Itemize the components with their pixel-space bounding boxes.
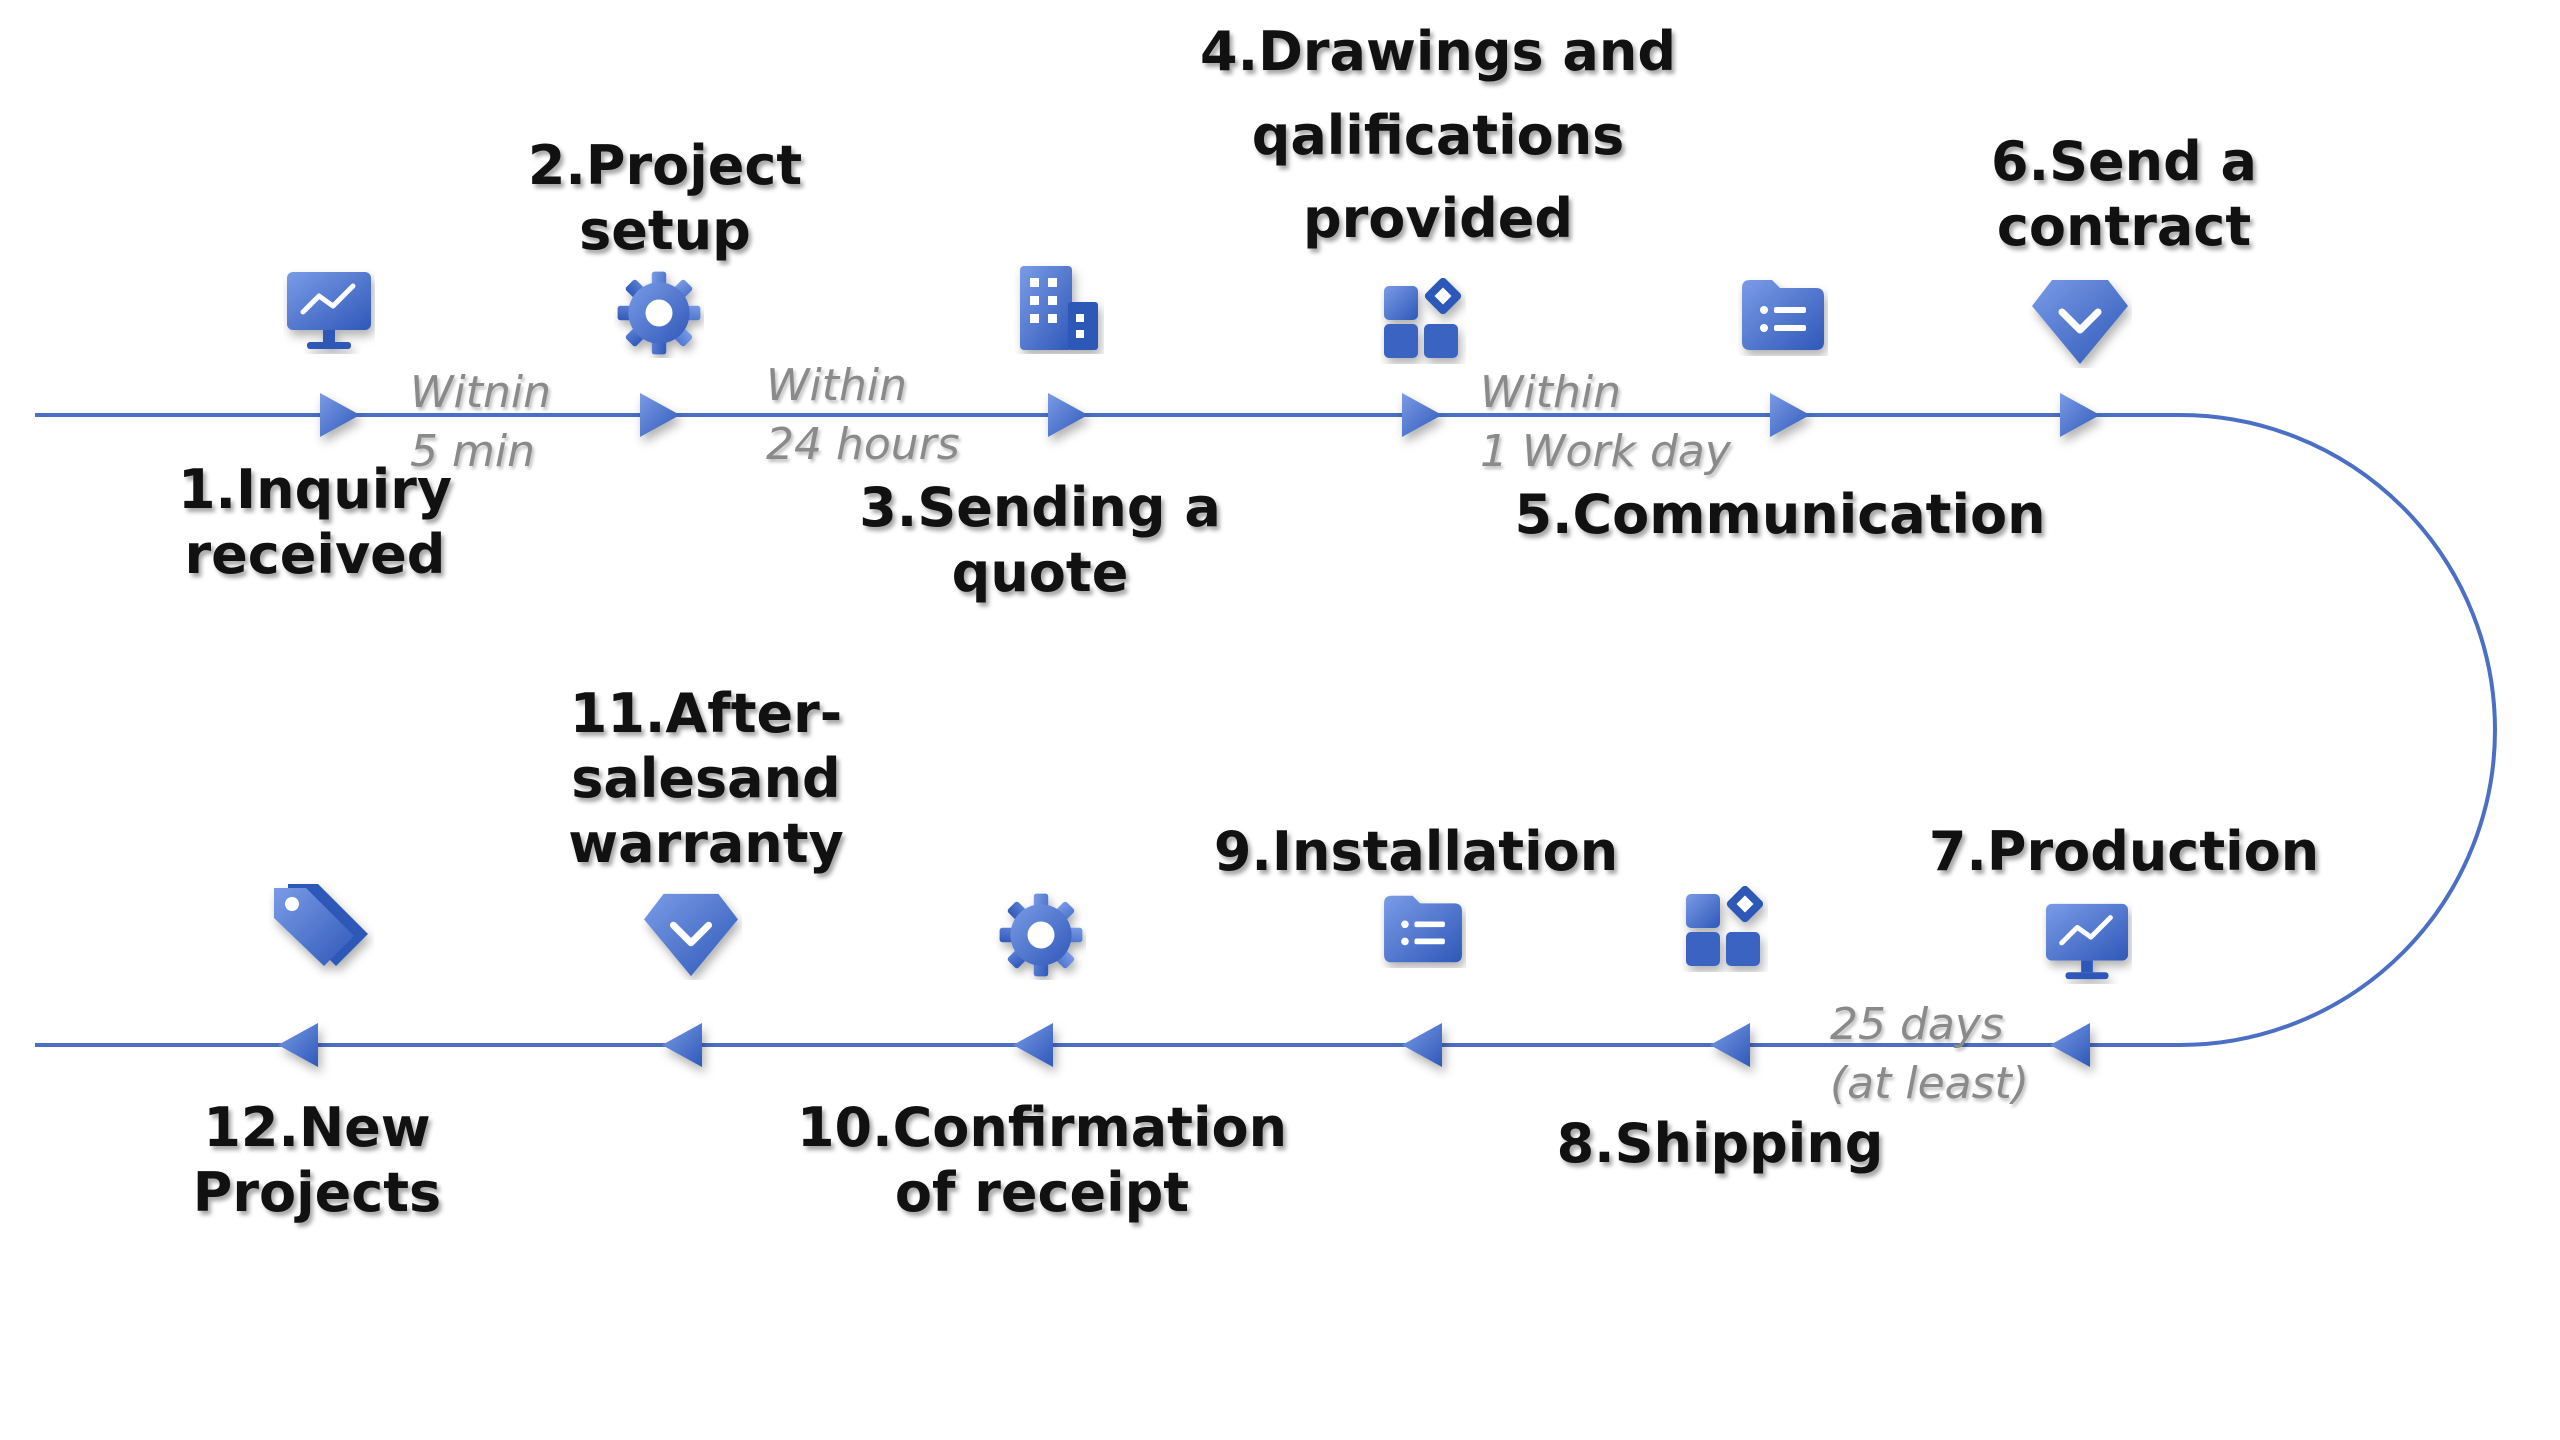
badge-check-icon [2032, 280, 2128, 364]
arrow-marker-2 [640, 393, 680, 437]
top-arrow-markers [320, 393, 2100, 437]
tags-icon [274, 884, 368, 966]
step-2-label: 2.Project setup [527, 134, 803, 262]
arrow-marker-6 [2060, 393, 2100, 437]
arrow-marker-3 [1048, 393, 1088, 437]
building-icon [1020, 266, 1098, 350]
step-12-label: 12.New Projects [192, 1096, 442, 1224]
timing-7-8: 25 days (at least) [1830, 999, 2029, 1109]
step-3-label: 3.Sending a quote [859, 476, 1221, 604]
monitor-chart-icon [287, 272, 371, 349]
arrow-marker-12 [278, 1023, 318, 1067]
blocks-icon [1686, 886, 1764, 966]
badge-check-icon [644, 893, 738, 977]
timeline-path [35, 413, 2497, 1047]
step-11-label: 11.After- salesand warranty [568, 682, 844, 875]
gear-icon [999, 893, 1083, 977]
arrow-marker-5 [1770, 393, 1810, 437]
blocks-icon [1384, 278, 1462, 358]
timing-1-2: Witnin 5 min [410, 367, 551, 477]
step-1-label: 1.Inquiry received [177, 458, 453, 586]
step-10-label: 10.Confirmation of receipt [796, 1096, 1288, 1224]
folder-list-icon [1742, 280, 1824, 350]
bottom-arrow-markers [278, 1023, 2090, 1067]
gear-icon [617, 271, 701, 355]
step-5-label: 5.Communication [1514, 483, 2046, 546]
arrow-marker-9 [1402, 1023, 1442, 1067]
arrow-marker-4 [1402, 393, 1442, 437]
folder-list-icon [1384, 895, 1462, 963]
monitor-chart-icon [2045, 903, 2129, 980]
arrow-marker-1 [320, 393, 360, 437]
step-6-label: 6.Send a contract [1991, 130, 2257, 258]
arrow-marker-10 [1013, 1023, 1053, 1067]
arrow-marker-8 [1710, 1023, 1750, 1067]
step-8-label: 8.Shipping [1556, 1112, 1884, 1175]
step-4-label: 4.Drawings and qalifications provided [1200, 20, 1676, 251]
timing-2-3: Within 24 hours [766, 360, 960, 470]
arrow-marker-11 [662, 1023, 702, 1067]
arrow-marker-7 [2050, 1023, 2090, 1067]
timing-4-5: Within 1 Work day [1480, 367, 1731, 477]
step-7-label: 7.Production [1928, 820, 2320, 883]
step-9-label: 9.Installation [1213, 820, 1619, 883]
